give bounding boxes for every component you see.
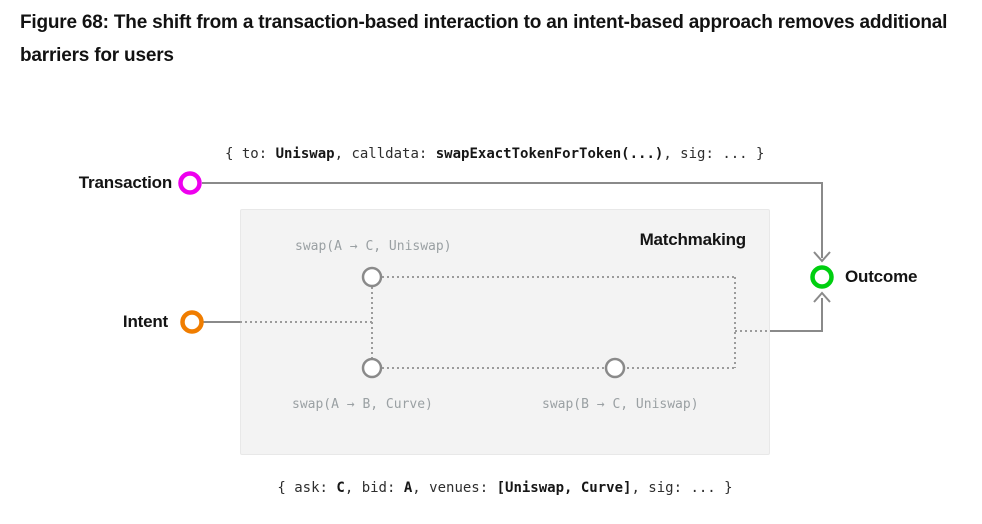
swap-label-top: swap(A → C, Uniswap)	[295, 239, 452, 254]
code-bid-value: A	[403, 480, 413, 496]
code-to-value: Uniswap	[275, 146, 335, 162]
outcome-node	[810, 265, 834, 289]
code-venues-key: , venues:	[412, 480, 497, 496]
transaction-label: Transaction	[78, 173, 172, 192]
intent-node	[180, 310, 204, 334]
code-ask-value: C	[336, 480, 345, 496]
arrow-up-icon	[813, 291, 831, 303]
code-calldata-key: , calldata:	[334, 146, 436, 162]
transaction-node	[178, 171, 202, 195]
code-venues-value: [Uniswap, Curve]	[496, 480, 632, 496]
code-open: { ask:	[277, 480, 337, 496]
arrow-down-icon	[813, 251, 831, 263]
code-calldata-value: swapExactTokenForToken(...)	[435, 146, 664, 162]
matchmaking-label: Matchmaking	[639, 230, 747, 249]
figure-title: Figure 68: The shift from a transaction-…	[20, 12, 948, 66]
code-sig: , sig: ... }	[631, 480, 733, 496]
intent-label: Intent	[122, 312, 168, 331]
transaction-signature-code: { to: Uniswap, calldata: swapExactTokenF…	[225, 146, 764, 162]
intent-signature-code: { ask: C, bid: A, venues: [Uniswap, Curv…	[240, 480, 770, 496]
code-open: { to:	[225, 146, 276, 162]
swap-label-bottom-right: swap(B → C, Uniswap)	[542, 397, 699, 412]
outcome-path	[770, 298, 823, 332]
code-bid-key: , bid:	[344, 480, 404, 496]
swap-label-bottom-left: swap(A → B, Curve)	[292, 397, 433, 412]
outcome-label: Outcome	[845, 267, 918, 286]
code-sig: , sig: ... }	[663, 146, 765, 162]
